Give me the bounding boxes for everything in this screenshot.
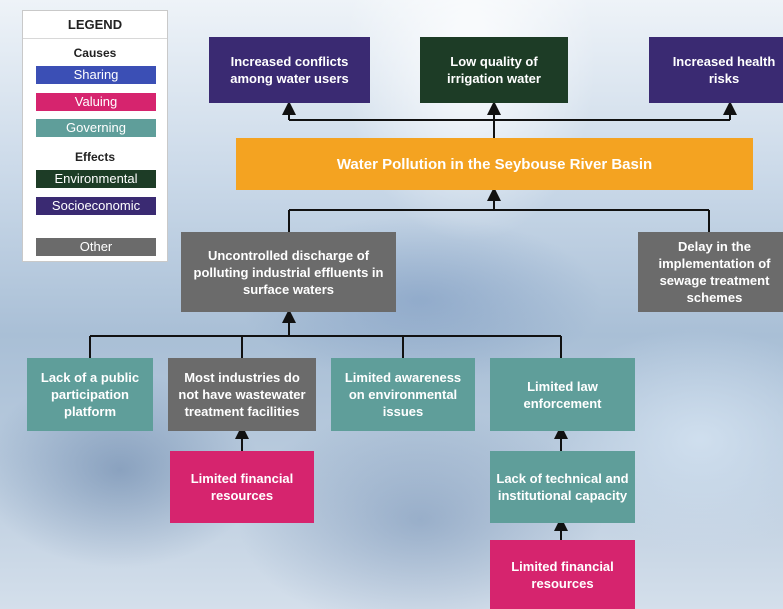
cause-financial-box-2: Limited financial resources (490, 540, 635, 609)
effect-conflicts-box: Increased conflicts among water users (209, 37, 370, 103)
cause-public-platform-box: Lack of a public participation platform (27, 358, 153, 431)
legend-panel: LEGEND Causes Sharing Valuing Governing … (22, 10, 168, 262)
effect-irrigation-box: Low quality of irrigation water (420, 37, 568, 103)
legend-effects-heading: Effects (74, 150, 115, 164)
cause-awareness-box: Limited awareness on environmental issue… (331, 358, 475, 431)
cause-law-enforcement-box: Limited law enforcement (490, 358, 635, 431)
effect-health-box: Increased health risks (649, 37, 783, 103)
effect-health-label: Increased health risks (672, 54, 776, 86)
legend-title: LEGEND (67, 17, 123, 32)
central-problem-box: Water Pollution in the Seybouse River Ba… (236, 138, 753, 190)
legend-item-other: Other (36, 238, 156, 256)
legend-causes-heading: Causes (73, 46, 117, 60)
legend-item-environmental: Environmental (36, 170, 156, 188)
legend-item-socioeconomic: Socioeconomic (36, 197, 156, 215)
cause-delay-label: Delay in the implementation of sewage tr… (658, 239, 771, 305)
cause-no-treatment-box: Most industries do not have wastewater t… (168, 358, 316, 431)
legend-item-governing: Governing (36, 119, 156, 137)
cause-financial-box-1: Limited financial resources (170, 451, 314, 523)
cause-discharge-box: Uncontrolled discharge of polluting indu… (181, 232, 396, 312)
cause-delay-box: Delay in the implementation of sewage tr… (638, 232, 783, 312)
legend-item-sharing: Sharing (36, 66, 156, 84)
legend-divider (23, 38, 167, 39)
legend-item-valuing: Valuing (36, 93, 156, 111)
cause-capacity-box: Lack of technical and institutional capa… (490, 451, 635, 523)
